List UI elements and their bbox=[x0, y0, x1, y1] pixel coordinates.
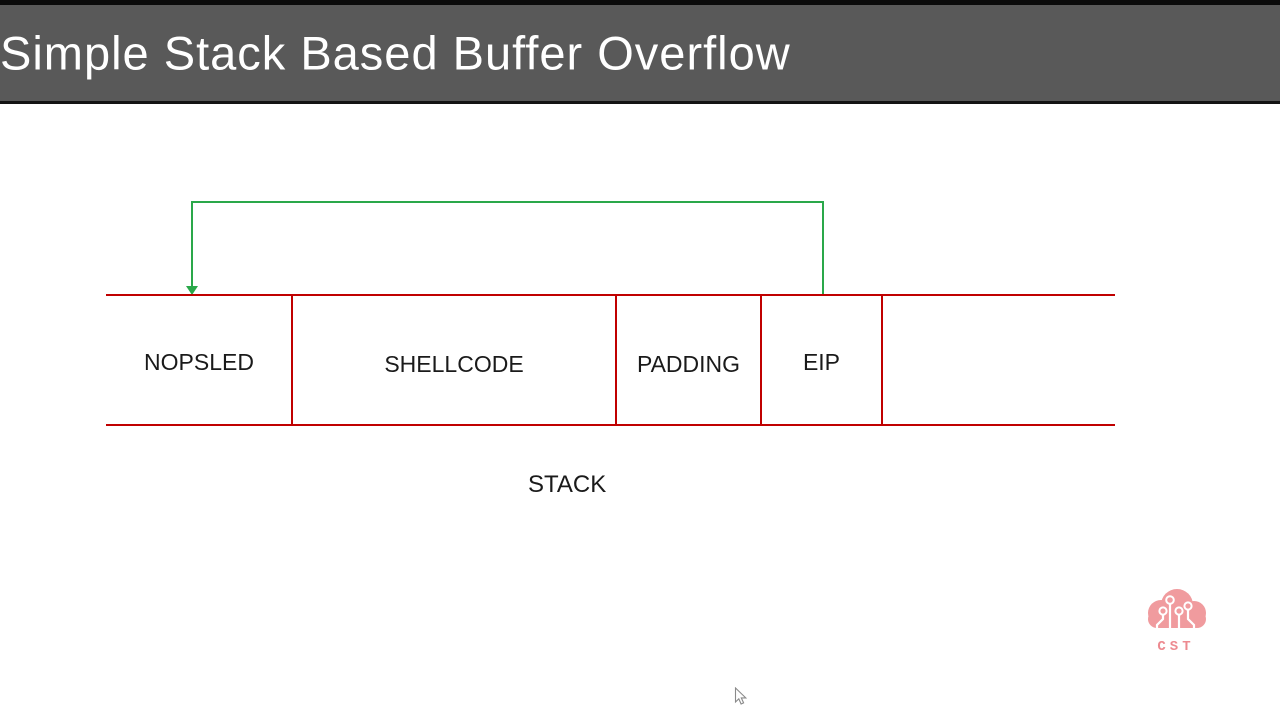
arrow-horizontal-segment bbox=[191, 201, 824, 203]
logo-wordmark: CST bbox=[1157, 639, 1194, 655]
circuit-cloud-icon: CST bbox=[1148, 589, 1206, 655]
stack-caption: STACK bbox=[528, 471, 607, 498]
divider-padding-eip bbox=[760, 294, 762, 426]
cell-padding: PADDING bbox=[636, 351, 741, 377]
cell-eip: EIP bbox=[802, 349, 841, 375]
cell-nopsled: NOPSLED bbox=[144, 349, 254, 375]
cell-shellcode: SHELLCODE bbox=[384, 351, 524, 377]
stack-bottom-line bbox=[106, 424, 1115, 426]
divider-nopsled-shellcode bbox=[291, 294, 293, 426]
divider-shellcode-padding bbox=[615, 294, 617, 426]
divider-eip-rest bbox=[881, 294, 883, 426]
title-bar: Simple Stack Based Buffer Overflow bbox=[0, 0, 1280, 104]
cst-logo: CST bbox=[1136, 584, 1216, 661]
arrow-right-vertical-segment bbox=[822, 201, 824, 295]
arrowhead-down-icon bbox=[186, 286, 198, 295]
stack-top-line bbox=[106, 294, 1115, 296]
page-title: Simple Stack Based Buffer Overflow bbox=[0, 26, 791, 80]
arrow-left-vertical-segment bbox=[191, 201, 193, 287]
mouse-pointer-icon bbox=[734, 686, 749, 711]
